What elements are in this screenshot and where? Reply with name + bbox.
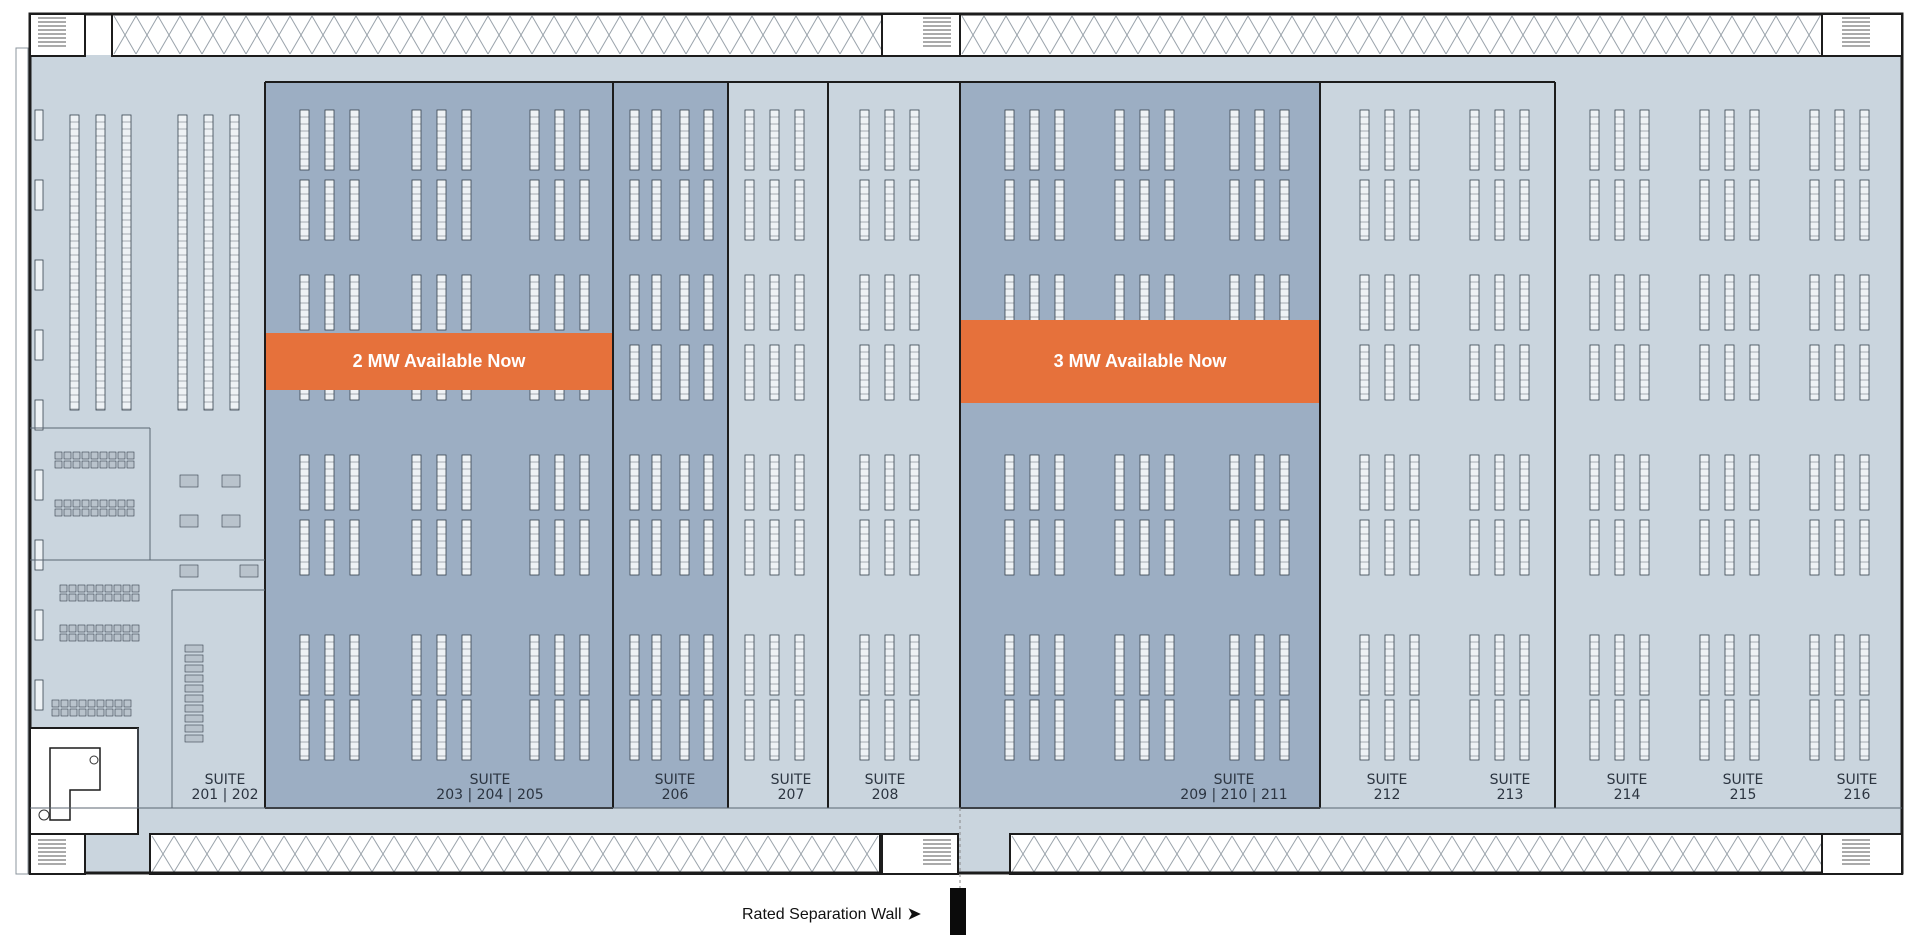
suite-label-208: SUITE 208	[855, 773, 915, 803]
suite-label-214: SUITE 214	[1597, 773, 1657, 803]
suite-number: 209 | 210 | 211	[1180, 787, 1288, 803]
separation-wall-text: Rated Separation Wall	[742, 906, 902, 923]
suite-label-213: SUITE 213	[1480, 773, 1540, 803]
separation-wall-marker	[950, 888, 966, 935]
equipment-blocks	[51, 451, 259, 743]
separation-wall-note: Rated Separation Wall ➤	[742, 904, 921, 924]
corridor-trusses	[113, 15, 1827, 873]
suite-number: 203 | 204 | 205	[436, 787, 544, 803]
suite-label-201-202: SUITE 201 | 202	[190, 773, 260, 803]
suite-word: SUITE	[469, 772, 511, 788]
suite-number: 206	[661, 787, 689, 803]
suite-word: SUITE	[1722, 772, 1764, 788]
arrow-right-icon: ➤	[907, 906, 921, 923]
suite-word: SUITE	[654, 772, 696, 788]
suite-number: 214	[1613, 787, 1641, 803]
rack-rows	[34, 109, 1870, 761]
suite-word: SUITE	[1606, 772, 1648, 788]
suite-number: 207	[777, 787, 805, 803]
suite-label-209-211: SUITE 209 | 210 | 211	[1164, 773, 1304, 803]
available-banner-east: 3 MW Available Now	[961, 320, 1319, 403]
suite-number: 201 | 202	[191, 787, 259, 803]
suite-label-207: SUITE 207	[761, 773, 821, 803]
north-corridor-west	[111, 13, 883, 57]
suite-number: 208	[871, 787, 899, 803]
suite-word: SUITE	[770, 772, 812, 788]
available-banner-west: 2 MW Available Now	[266, 333, 612, 390]
suite-word: SUITE	[204, 772, 246, 788]
suite-number: 216	[1843, 787, 1871, 803]
suite-label-206: SUITE 206	[645, 773, 705, 803]
stair-towers	[29, 13, 1903, 875]
interior-partitions	[30, 427, 1902, 809]
suite-label-215: SUITE 215	[1713, 773, 1773, 803]
west-wall-detail	[15, 47, 29, 875]
suite-word: SUITE	[1213, 772, 1255, 788]
south-corridor-east	[1009, 833, 1823, 875]
suite-number: 213	[1496, 787, 1524, 803]
suite-word: SUITE	[1836, 772, 1878, 788]
restroom-block	[29, 727, 139, 835]
suite-label-212: SUITE 212	[1357, 773, 1417, 803]
suite-label-216: SUITE 216	[1827, 773, 1887, 803]
suite-number: 215	[1729, 787, 1757, 803]
suite-word: SUITE	[1489, 772, 1531, 788]
suite-word: SUITE	[864, 772, 906, 788]
suite-label-203-205: SUITE 203 | 204 | 205	[420, 773, 560, 803]
suite-number: 212	[1373, 787, 1401, 803]
suite-word: SUITE	[1366, 772, 1408, 788]
